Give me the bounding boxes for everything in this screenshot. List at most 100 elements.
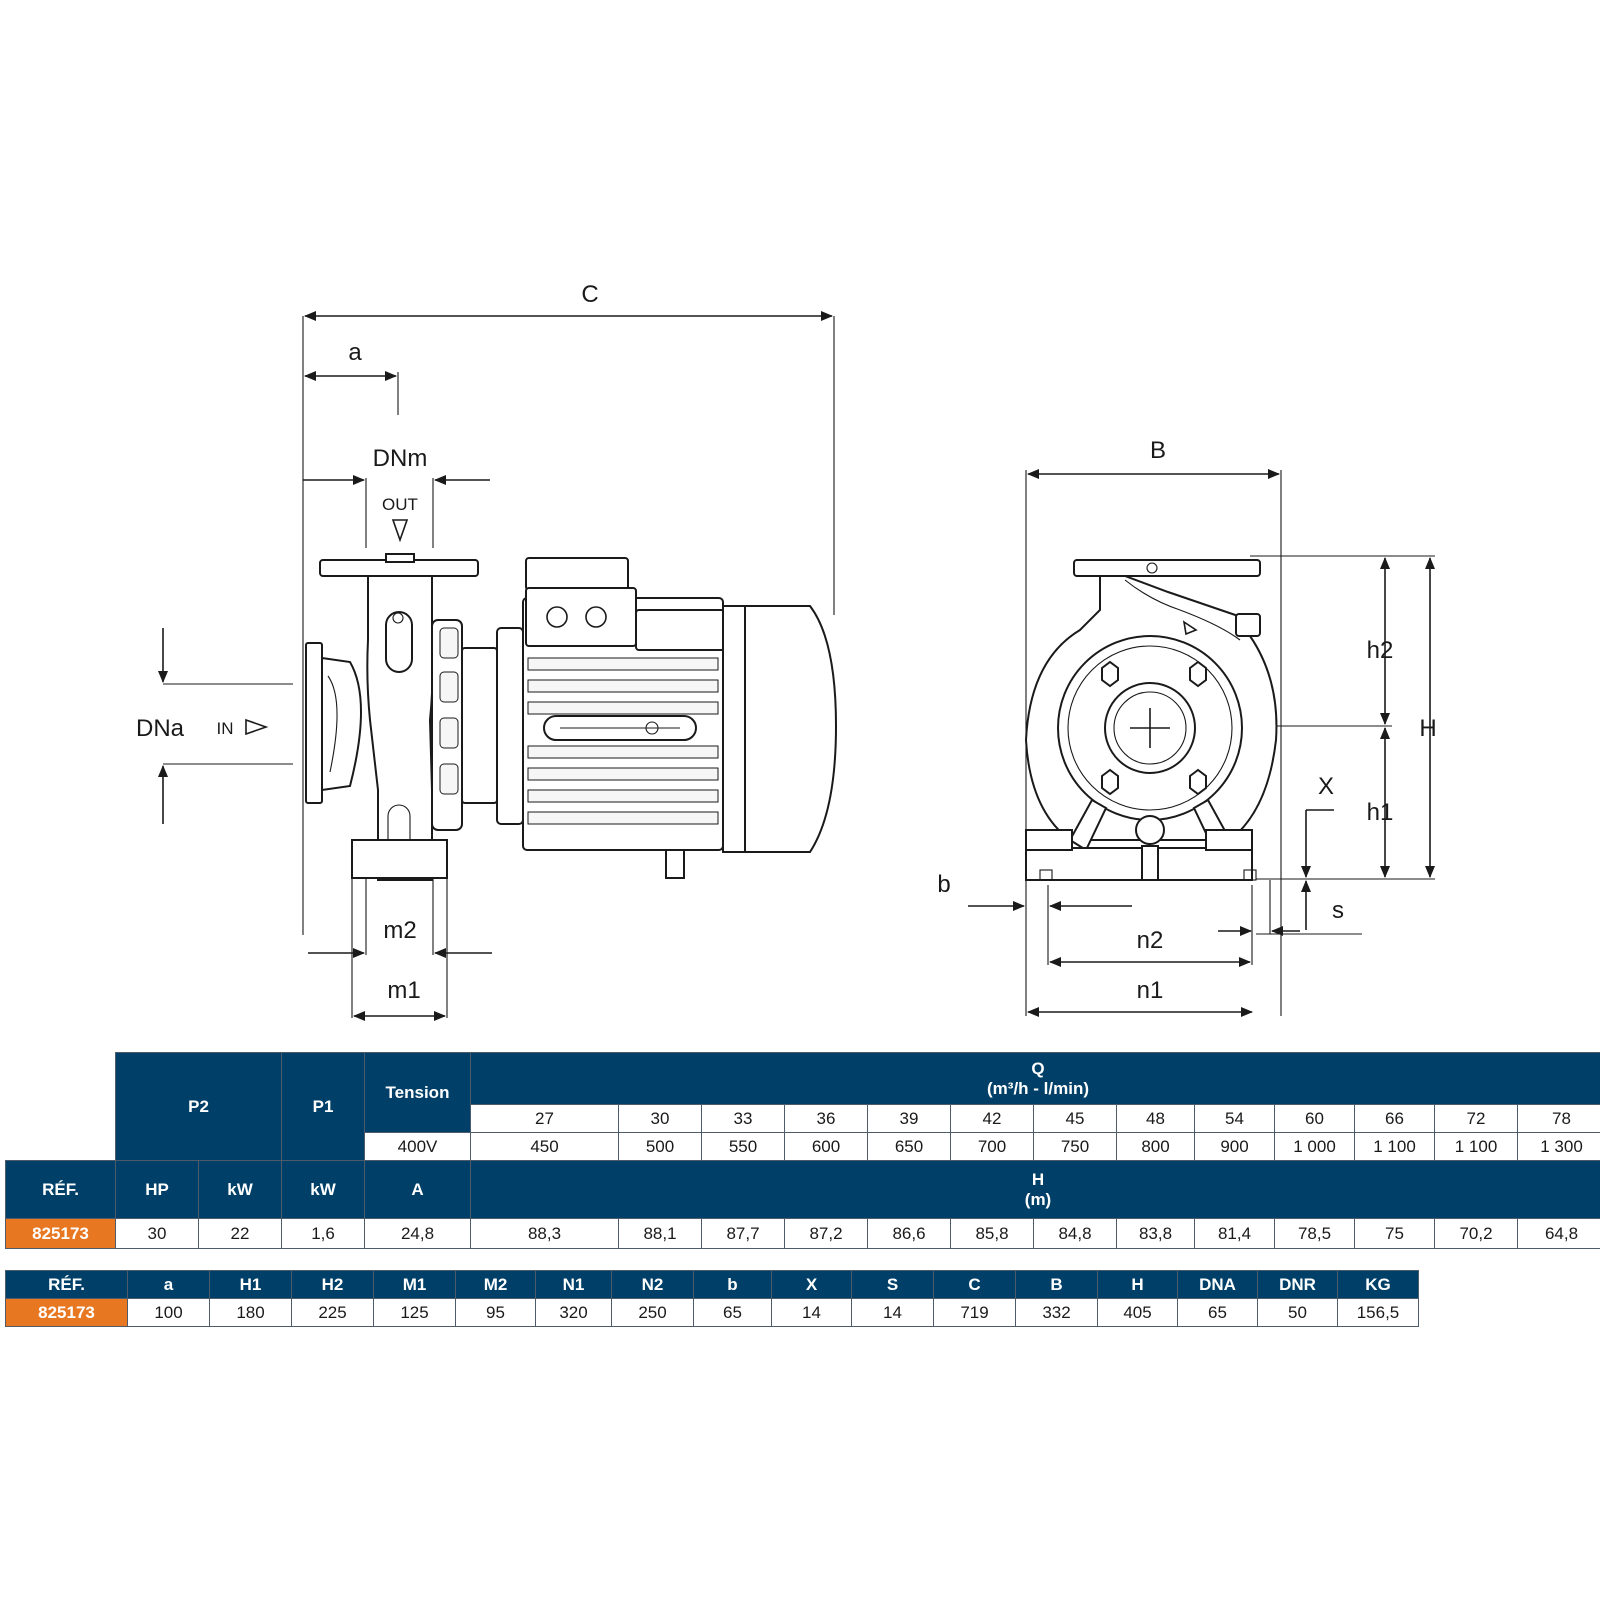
q-lmin-cell: 800	[1116, 1132, 1196, 1161]
label-x: X	[1318, 773, 1334, 800]
head-cell: 84,8	[1033, 1218, 1118, 1249]
label-a: a	[348, 339, 362, 366]
label-b-small: b	[937, 871, 950, 898]
label-n1: n1	[1137, 977, 1164, 1004]
q-lmin-cell: 550	[701, 1132, 786, 1161]
dims-value-cell: 14	[851, 1298, 934, 1327]
label-h1: h1	[1367, 799, 1394, 826]
q-m3h-cell: 30	[618, 1104, 703, 1133]
q-m3h-cell: 45	[1033, 1104, 1118, 1133]
dims-header-cell: DNA	[1177, 1270, 1258, 1299]
q-m3h-cell: 27	[470, 1104, 620, 1133]
p1-kw-cell: 1,6	[281, 1218, 366, 1249]
dims-header-cell: H	[1097, 1270, 1178, 1299]
dims-value-cell: 332	[1015, 1298, 1098, 1327]
dims-header-cell: a	[127, 1270, 210, 1299]
voltage-cell: 400V	[364, 1132, 472, 1161]
dims-header-cell: b	[693, 1270, 772, 1299]
dims-header-cell: RÉF.	[5, 1270, 128, 1299]
header-head: H (m)	[470, 1160, 1600, 1219]
dims-value-cell: 180	[209, 1298, 292, 1327]
dims-value-cell: 65	[1177, 1298, 1258, 1327]
dims-header-cell: DNR	[1257, 1270, 1338, 1299]
header-p2: P2	[114, 1052, 283, 1161]
front-view	[968, 469, 1435, 1017]
head-cell: 87,2	[784, 1218, 869, 1249]
dims-header-cell: N1	[535, 1270, 612, 1299]
head-cell: 85,8	[950, 1218, 1035, 1249]
label-b: B	[1150, 437, 1166, 464]
dims-header-cell: S	[851, 1270, 934, 1299]
dims-value-cell: 125	[373, 1298, 456, 1327]
dims-header-cell: H1	[209, 1270, 292, 1299]
q-lmin-cell: 1 100	[1354, 1132, 1436, 1161]
hp-cell: 30	[115, 1218, 199, 1249]
ref-cell: 825173	[5, 1218, 116, 1249]
header-head-title: H	[1031, 1169, 1045, 1189]
header-kw: kW	[197, 1160, 283, 1219]
label-dna: DNa	[136, 715, 185, 742]
dims-header-cell: N2	[611, 1270, 694, 1299]
label-dnm: DNm	[373, 445, 428, 472]
dims-header-cell: KG	[1337, 1270, 1419, 1299]
q-m3h-cell: 42	[950, 1104, 1035, 1133]
dims-header-cell: B	[1015, 1270, 1098, 1299]
head-cell: 83,8	[1116, 1218, 1196, 1249]
table-row: 825173 100 180 225 125 95 320 250 65 14 …	[5, 1298, 1419, 1327]
dims-value-cell: 250	[611, 1298, 694, 1327]
dims-ref-cell: 825173	[5, 1298, 128, 1327]
header-q-title: Q	[1031, 1058, 1045, 1078]
dims-header-cell: X	[771, 1270, 852, 1299]
q-lmin-cell: 700	[950, 1132, 1035, 1161]
head-cell: 88,3	[470, 1218, 620, 1249]
label-m1: m1	[387, 977, 420, 1004]
head-cell: 70,2	[1434, 1218, 1519, 1249]
dimensions-table: RÉF. a H1 H2 M1 M2 N1 N2 b X S C B H DNA…	[5, 1270, 1419, 1327]
kw-cell: 22	[197, 1218, 283, 1249]
head-cell: 87,7	[701, 1218, 786, 1249]
performance-table: P2 P1 Tension Q (m³/h - l/min) 27 30 33 …	[5, 1052, 1600, 1249]
q-lmin-cell: 600	[784, 1132, 869, 1161]
dims-value-cell: 95	[455, 1298, 536, 1327]
label-h2: h2	[1367, 637, 1394, 664]
q-lmin-cell: 1 300	[1517, 1132, 1600, 1161]
q-m3h-cell: 72	[1434, 1104, 1519, 1133]
q-m3h-cell: 36	[784, 1104, 869, 1133]
dims-header-cell: H2	[291, 1270, 374, 1299]
q-m3h-cell: 78	[1517, 1104, 1600, 1133]
dims-header-cell: M1	[373, 1270, 456, 1299]
header-hp: HP	[115, 1160, 199, 1219]
amps-cell: 24,8	[364, 1218, 472, 1249]
q-lmin-cell: 1 000	[1274, 1132, 1356, 1161]
label-s: s	[1332, 897, 1344, 924]
q-lmin-cell: 500	[618, 1132, 703, 1161]
head-cell: 86,6	[867, 1218, 952, 1249]
header-amps: A	[364, 1160, 472, 1219]
blank-corner	[6, 1053, 116, 1161]
label-m2: m2	[383, 917, 416, 944]
q-lmin-cell: 1 100	[1434, 1132, 1519, 1161]
label-in: IN	[217, 719, 234, 738]
q-m3h-cell: 60	[1274, 1104, 1356, 1133]
header-p1-kw: kW	[281, 1160, 366, 1219]
dims-value-cell: 65	[693, 1298, 772, 1327]
q-m3h-cell: 54	[1194, 1104, 1276, 1133]
q-m3h-cell: 48	[1116, 1104, 1196, 1133]
q-lmin-cell: 650	[867, 1132, 952, 1161]
dims-value-cell: 320	[535, 1298, 612, 1327]
label-c: C	[581, 281, 598, 308]
head-cell: 88,1	[618, 1218, 703, 1249]
dims-value-cell: 100	[127, 1298, 210, 1327]
header-head-units: (m)	[1024, 1189, 1052, 1209]
head-cell: 64,8	[1517, 1218, 1600, 1249]
dims-value-cell: 14	[771, 1298, 852, 1327]
label-h: H	[1419, 715, 1436, 742]
head-cell: 75	[1354, 1218, 1436, 1249]
header-tension: Tension	[364, 1052, 472, 1133]
q-lmin-cell: 450	[470, 1132, 620, 1161]
pump-dimension-drawing: C a DNm OUT DNa IN m2 m1 B h2 H h1 X b s…	[136, 281, 1437, 1021]
head-cell: 81,4	[1194, 1218, 1276, 1249]
header-p1: P1	[281, 1052, 366, 1161]
header-ref: RÉF.	[5, 1160, 116, 1219]
head-cell: 78,5	[1274, 1218, 1356, 1249]
